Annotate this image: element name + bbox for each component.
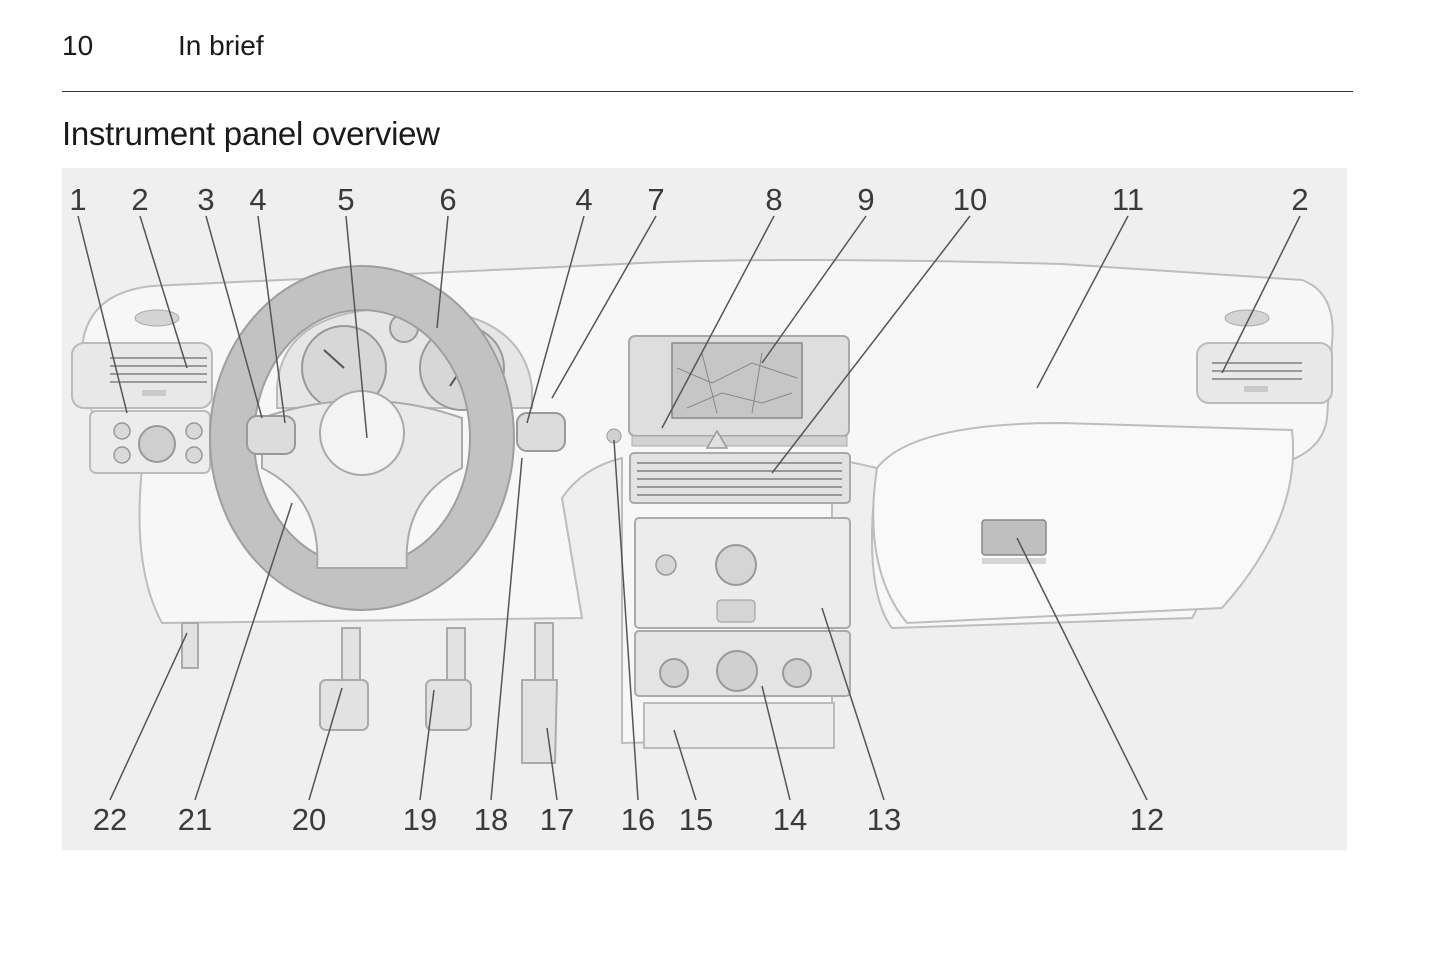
callout-leader-line xyxy=(109,632,188,801)
callout-number: 4 xyxy=(575,182,592,217)
callout-number: 6 xyxy=(439,182,456,217)
callout-number: 5 xyxy=(337,182,354,217)
center-console xyxy=(606,335,851,749)
callout-number: 15 xyxy=(679,802,713,837)
callout-number: 2 xyxy=(131,182,148,217)
leader-lines xyxy=(77,215,1301,801)
callout-number: 18 xyxy=(474,802,508,837)
callout-leader-line xyxy=(661,215,775,429)
page-title: Instrument panel overview xyxy=(62,115,440,152)
callout-number: 10 xyxy=(953,182,987,217)
callout-leader-line xyxy=(419,689,435,801)
callout-leader-line xyxy=(490,457,523,801)
callout-number: 3 xyxy=(197,182,214,217)
callout-leader-line xyxy=(821,607,885,801)
left-side-window-vent xyxy=(134,309,180,327)
right-side-window-vent xyxy=(1224,309,1270,327)
callout-number: 12 xyxy=(1130,802,1164,837)
callout-leader-line xyxy=(205,215,263,419)
callout-leader-line xyxy=(194,502,293,801)
callout-leader-line xyxy=(771,215,971,474)
callout-leader-line xyxy=(308,687,343,801)
callout-number: 1 xyxy=(69,182,86,217)
callout-number: 8 xyxy=(765,182,782,217)
callout-number: 14 xyxy=(773,802,807,837)
callout-leader-line xyxy=(436,215,449,329)
callout-leader-line xyxy=(761,215,867,364)
callout-leader-line xyxy=(546,727,558,801)
section-title: In brief xyxy=(178,30,264,61)
callout-leader-line xyxy=(761,685,791,801)
callout-leader-line xyxy=(1016,537,1148,801)
callout-number: 21 xyxy=(178,802,212,837)
callout-number: 22 xyxy=(93,802,127,837)
glovebox xyxy=(981,519,1047,564)
callout-leader-line xyxy=(345,215,368,439)
callout-leader-line xyxy=(1221,215,1301,374)
callout-number: 7 xyxy=(647,182,664,217)
callout-leader-line xyxy=(613,439,639,801)
callout-number: 17 xyxy=(540,802,574,837)
callout-number: 20 xyxy=(292,802,326,837)
callout-number: 19 xyxy=(403,802,437,837)
callout-leader-line xyxy=(77,215,128,414)
pedals xyxy=(181,622,559,764)
callout-leader-line xyxy=(257,215,286,424)
header-divider xyxy=(62,91,1353,92)
callouts-bottom: 22 21 20 19 18 17 16 15 14 13 12 xyxy=(93,802,1164,837)
right-air-vent xyxy=(1196,342,1333,404)
callout-number: 4 xyxy=(249,182,266,217)
left-air-vent xyxy=(71,342,213,409)
callout-leader-line xyxy=(551,215,657,399)
callout-number: 13 xyxy=(867,802,901,837)
callout-number: 11 xyxy=(1112,182,1144,217)
callout-number: 9 xyxy=(857,182,874,217)
steering-wheel xyxy=(209,265,566,611)
callout-leader-line xyxy=(673,729,697,801)
callout-leader-line xyxy=(139,215,188,369)
callout-number: 16 xyxy=(621,802,655,837)
page-number: 10 xyxy=(62,30,94,61)
callout-leader-line xyxy=(526,215,585,424)
callout-leader-line xyxy=(1036,215,1129,389)
light-switch-panel xyxy=(89,410,211,474)
callout-number: 2 xyxy=(1291,182,1308,217)
